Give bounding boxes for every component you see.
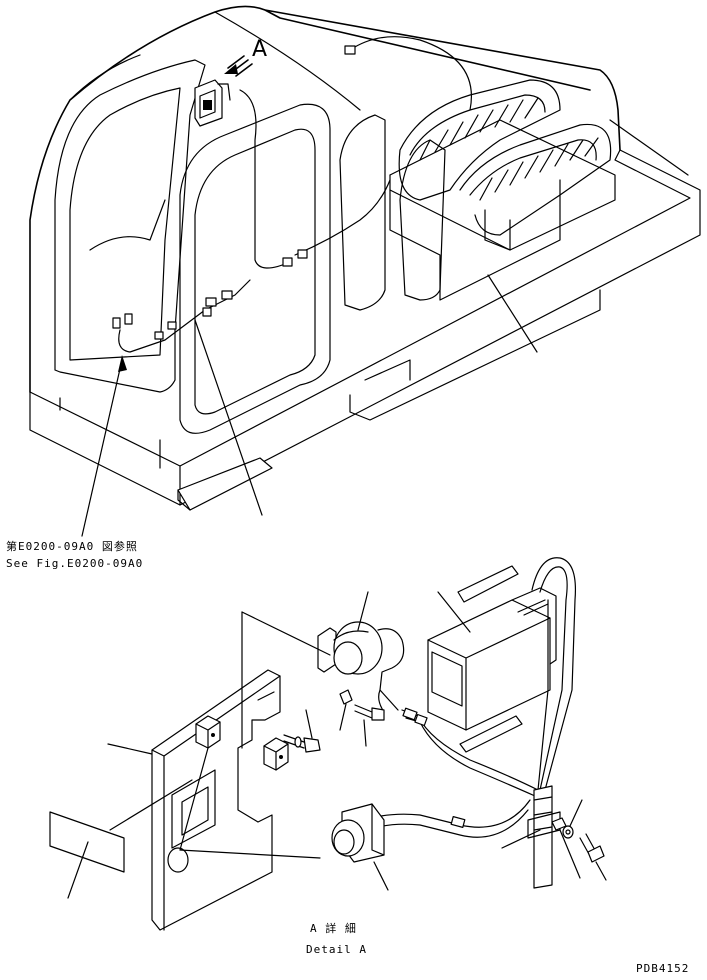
controller-box bbox=[427, 587, 557, 731]
indicator-lamp bbox=[331, 803, 385, 863]
leader-tube bbox=[501, 829, 541, 849]
rear-panel bbox=[349, 289, 601, 421]
switch-assembly-A bbox=[194, 79, 231, 127]
bolt-bracket bbox=[283, 734, 321, 753]
leader-buzzer bbox=[357, 591, 369, 631]
leader-line-frame bbox=[609, 119, 689, 176]
front-window bbox=[54, 59, 206, 393]
bolt-right bbox=[579, 833, 605, 863]
view-marker-label: A bbox=[252, 37, 267, 62]
cab-wiring-harness bbox=[118, 36, 472, 353]
reference-jp: 第E0200-09A0 図参照 bbox=[6, 539, 138, 553]
harness-connectors bbox=[112, 45, 356, 340]
side-door bbox=[179, 103, 331, 434]
console-block bbox=[389, 174, 561, 301]
top-pad-strip bbox=[457, 565, 519, 603]
leader-plate-window bbox=[109, 779, 193, 831]
leader-bracket-top bbox=[241, 611, 331, 656]
leader-washer bbox=[339, 703, 347, 731]
cab-shell bbox=[29, 5, 621, 393]
floor-frame-inner bbox=[59, 397, 181, 506]
front-window-curve bbox=[89, 199, 166, 251]
buzzer-indicator bbox=[317, 621, 405, 713]
decal-plate bbox=[49, 811, 125, 873]
leader-bolt bbox=[305, 709, 313, 739]
leader-arrow-reference bbox=[118, 355, 127, 372]
leader-bolt-2 bbox=[363, 719, 367, 747]
mounting-bracket bbox=[151, 669, 281, 931]
cab-roof-line bbox=[69, 11, 361, 111]
washer-right bbox=[562, 825, 574, 839]
operator-cab-view: A 第E0200-09A0 図参照 See Fig.E0200-09A0 bbox=[6, 5, 701, 570]
detail-caption-jp: A 詳 細 bbox=[310, 921, 357, 935]
side-door-inner bbox=[194, 128, 316, 415]
leader-decal bbox=[67, 841, 89, 899]
detail-A-view: A 詳 細 Detail A bbox=[49, 557, 607, 956]
leader-lamp bbox=[373, 861, 389, 891]
nut-lower bbox=[263, 737, 289, 771]
leader-line-chain bbox=[487, 274, 538, 353]
leader-nut-upper bbox=[179, 747, 321, 859]
cab-step bbox=[177, 457, 273, 511]
floor-frame bbox=[29, 149, 701, 506]
leader-line-harness bbox=[194, 319, 263, 516]
leader-line-reference bbox=[81, 359, 123, 537]
leader-washer-right bbox=[569, 799, 583, 827]
washer-bolt-buzzer bbox=[339, 689, 385, 721]
leader-bolt-right bbox=[595, 861, 607, 881]
drawing-number: PDB4152 bbox=[636, 962, 689, 975]
view-arrow-A: A bbox=[224, 37, 267, 77]
corrugated-tube bbox=[527, 785, 561, 889]
bottom-pad-strip bbox=[459, 715, 523, 753]
cab-step-edge bbox=[177, 489, 191, 511]
leader-clamp bbox=[559, 829, 581, 879]
front-window-inner bbox=[69, 87, 181, 361]
leader-bracket bbox=[107, 743, 153, 755]
detail-caption-en: Detail A bbox=[306, 943, 367, 956]
cable-carrier-chain bbox=[398, 79, 612, 251]
rear-window-2 bbox=[399, 139, 446, 301]
leader-controller bbox=[437, 591, 471, 633]
reference-en: See Fig.E0200-09A0 bbox=[6, 557, 143, 570]
rear-window-1 bbox=[339, 114, 386, 311]
nut-upper bbox=[195, 715, 221, 749]
